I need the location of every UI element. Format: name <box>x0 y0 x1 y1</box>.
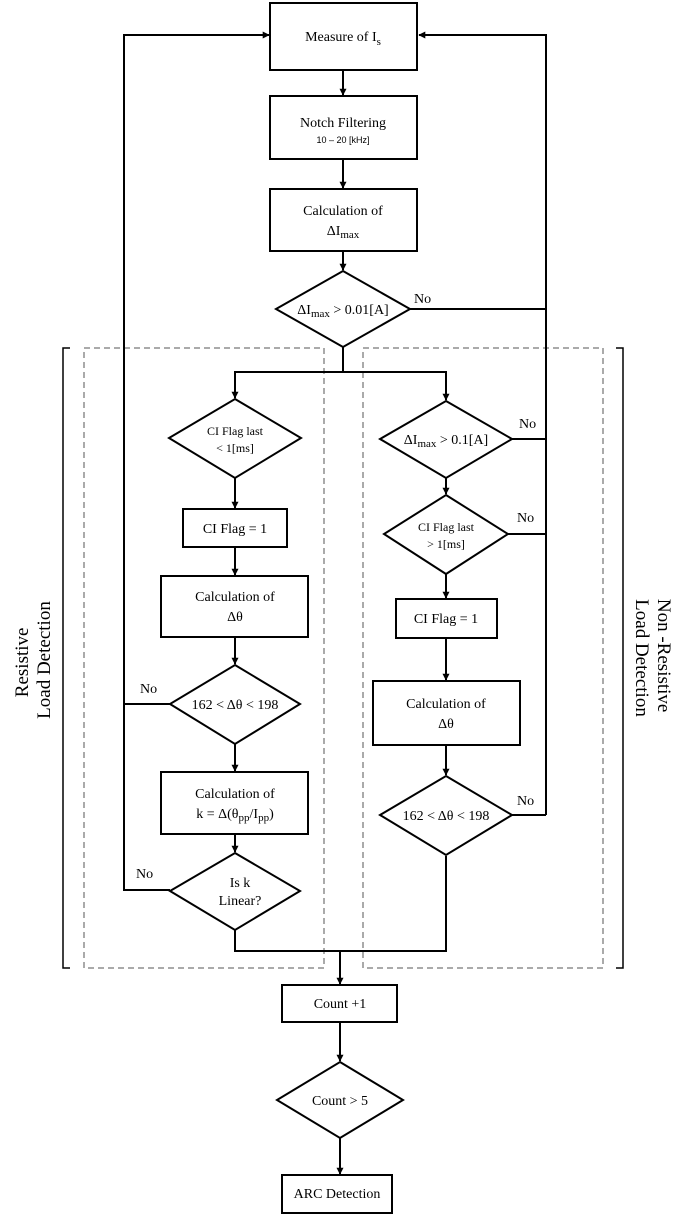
svg-text:Count > 5: Count > 5 <box>312 1094 368 1109</box>
ci-flag-last-lt-decision: CI Flag last < 1[ms] <box>167 397 303 480</box>
svg-text:< 1[ms]: < 1[ms] <box>216 441 254 455</box>
calc-imax-node: Calculation of ΔImax <box>269 188 418 252</box>
arc-detection-node: ARC Detection <box>281 1174 393 1214</box>
notch-filter-node: Notch Filtering 10 – 20 [kHz] <box>269 95 418 160</box>
no-label-theta-right: No <box>517 794 534 809</box>
calc-k-node: Calculation of k = Δ(θpp/Ipp) <box>160 771 309 835</box>
ci-flag-set-right-node: CI Flag = 1 <box>395 598 498 639</box>
svg-text:Notch Filtering: Notch Filtering <box>300 116 386 131</box>
non-resistive-group-label: Non -Resistive Load Detection <box>631 599 674 717</box>
svg-text:162 < Δθ < 198: 162 < Δθ < 198 <box>192 698 279 713</box>
svg-text:Calculation of: Calculation of <box>195 787 275 802</box>
no-label-imax2: No <box>519 417 536 432</box>
right-bracket <box>616 347 624 969</box>
count-threshold-decision: Count > 5 <box>275 1060 405 1140</box>
no-label-theta-left: No <box>140 682 157 697</box>
svg-text:ΔImax: ΔImax <box>327 224 360 241</box>
svg-text:Δθ: Δθ <box>227 610 243 625</box>
count-increment-node: Count +1 <box>281 984 398 1023</box>
svg-text:Is k: Is k <box>230 876 251 891</box>
svg-text:CI Flag last: CI Flag last <box>418 520 475 534</box>
svg-text:Measure of Is: Measure of Is <box>305 30 381 48</box>
no-label-ci-last-gt: No <box>517 511 534 526</box>
measure-node: Measure of Is <box>269 2 418 71</box>
svg-text:Calculation of: Calculation of <box>195 590 275 605</box>
svg-text:162 < Δθ < 198: 162 < Δθ < 198 <box>403 809 490 824</box>
svg-text:k = Δ(θpp/Ipp): k = Δ(θpp/Ipp) <box>196 807 274 824</box>
svg-text:ΔImax > 0.1[A]: ΔImax > 0.1[A] <box>404 433 488 450</box>
ci-flag-last-gt-decision: CI Flag last > 1[ms] <box>382 493 510 576</box>
left-bracket <box>62 347 70 969</box>
imax-threshold2-decision: ΔImax > 0.1[A] <box>378 399 514 480</box>
svg-text:CI Flag = 1: CI Flag = 1 <box>203 522 267 537</box>
theta-range-right-decision: 162 < Δθ < 198 <box>378 774 514 857</box>
calc-theta-left-node: Calculation of Δθ <box>160 575 309 638</box>
svg-text:Δθ: Δθ <box>438 717 454 732</box>
resistive-group-frame <box>83 347 325 969</box>
calc-theta-right-node: Calculation of Δθ <box>372 680 521 746</box>
svg-text:Linear?: Linear? <box>219 894 262 909</box>
connectors <box>123 31 547 1175</box>
theta-range-left-decision: 162 < Δθ < 198 <box>168 663 302 746</box>
svg-text:> 1[ms]: > 1[ms] <box>427 537 465 551</box>
k-linear-decision: Is k Linear? <box>168 851 302 932</box>
svg-text:ΔImax > 0.01[A]: ΔImax > 0.01[A] <box>297 303 388 320</box>
svg-text:Calculation of: Calculation of <box>406 697 486 712</box>
svg-text:Count +1: Count +1 <box>314 997 367 1012</box>
svg-text:ARC Detection: ARC Detection <box>294 1187 381 1202</box>
resistive-group-label: Resistive Load Detection <box>12 601 55 719</box>
non-resistive-group-frame <box>362 347 604 969</box>
no-label-k-linear: No <box>136 867 153 882</box>
svg-text:Calculation of: Calculation of <box>303 204 383 219</box>
ci-flag-set-left-node: CI Flag = 1 <box>182 508 288 548</box>
imax-threshold-decision: ΔImax > 0.01[A] <box>273 269 413 349</box>
svg-text:CI Flag last: CI Flag last <box>207 424 264 438</box>
no-label-imax: No <box>414 292 431 307</box>
svg-text:10 – 20 [kHz]: 10 – 20 [kHz] <box>316 135 369 145</box>
svg-text:CI Flag = 1: CI Flag = 1 <box>414 612 478 627</box>
